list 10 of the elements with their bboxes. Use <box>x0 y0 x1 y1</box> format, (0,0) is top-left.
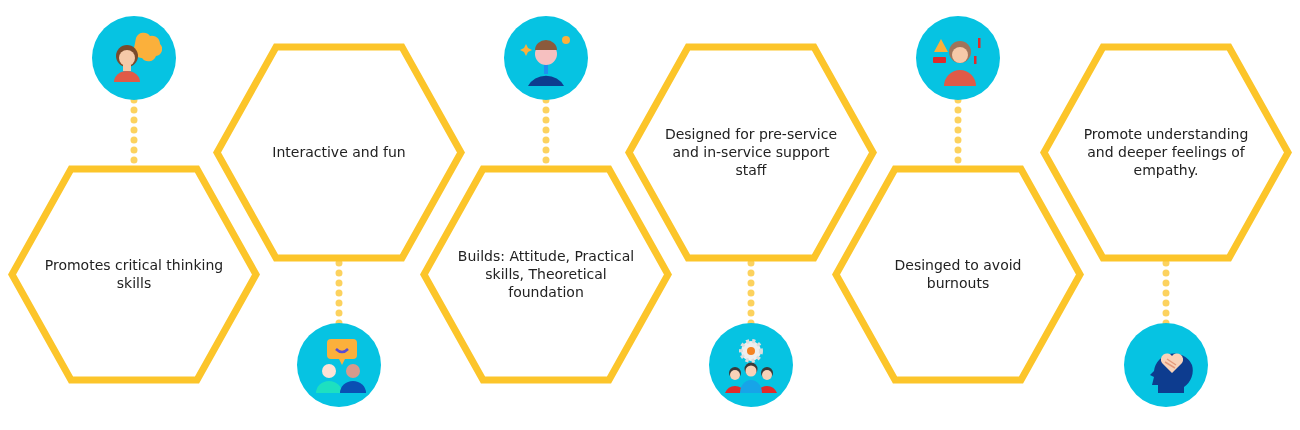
hexagon <box>420 164 672 384</box>
hexagon-text: Promote understanding and deeper feelings of empathy. <box>1082 125 1250 179</box>
hexagon <box>832 164 1084 384</box>
hexagon-text: Designed for pre-service and in-service support staff <box>663 125 839 179</box>
hexagon-text: Interactive and fun <box>271 143 407 161</box>
hexagon-text: Promotes critical thinking skills <box>44 256 224 292</box>
hexagon <box>1040 42 1292 262</box>
hexagon-text: Desinged to avoid burnouts <box>893 256 1023 292</box>
hexagon <box>8 164 260 384</box>
hexagon-text: Builds: Attitude, Practical skills, Theoretical foundation <box>456 247 636 301</box>
